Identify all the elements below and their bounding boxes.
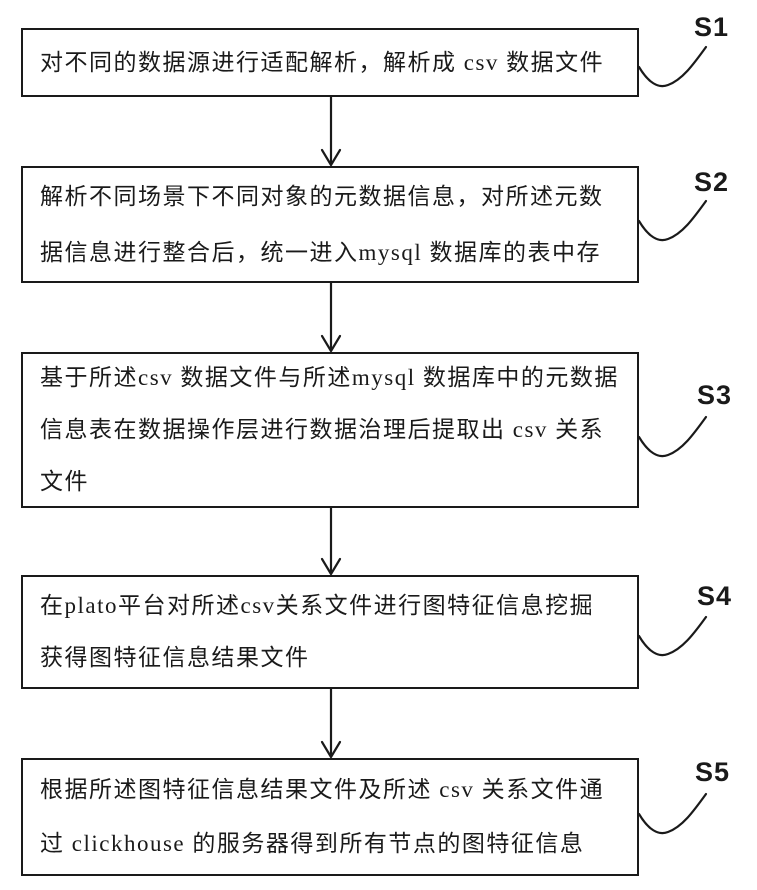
step-box-s1: 对不同的数据源进行适配解析，解析成 csv 数据文件 [21,28,639,97]
flow-arrow-4 [320,687,342,759]
step-s2-text-line-1: 解析不同场景下不同对象的元数据信息，对所述元数 [40,183,604,209]
step-box-s2: 解析不同场景下不同对象的元数据信息，对所述元数 据信息进行整合后，统一进入mys… [21,166,639,283]
step-connector-curve-s3 [637,415,708,458]
step-connector-curve-s5 [637,792,708,835]
step-s5-text-line-2: 过 clickhouse 的服务器得到所有节点的图特征信息 [40,831,585,856]
step-label-s4: S4 [697,581,733,611]
step-s5-text-line-1: 根据所述图特征信息结果文件及所述 csv 关系文件通 [40,777,605,802]
step-label-s3: S3 [697,380,733,410]
step-box-s4: 在plato平台对所述csv关系文件进行图特征信息挖掘 获得图特征信息结果文件 [21,575,639,689]
step-s3-text-line-3: 文件 [40,469,89,494]
step-label-s5: S5 [695,757,731,787]
step-box-s3: 基于所述csv 数据文件与所述mysql 数据库中的元数据 信息表在数据操作层进… [21,352,639,508]
step-s3-text-line-2: 信息表在数据操作层进行数据治理后提取出 csv 关系 [40,417,605,442]
step-s2-text-line-2: 据信息进行整合后，统一进入mysql 数据库的表中存 [40,239,601,265]
step-label-s2: S2 [694,167,730,197]
step-s1-text: 对不同的数据源进行适配解析，解析成 csv 数据文件 [40,49,605,75]
flow-arrow-1 [320,95,342,167]
step-s3-text-line-1: 基于所述csv 数据文件与所述mysql 数据库中的元数据 [40,365,619,390]
flow-arrow-3 [320,506,342,576]
step-s4-text-line-1: 在plato平台对所述csv关系文件进行图特征信息挖掘 [40,593,595,618]
step-connector-curve-s2 [637,199,708,242]
step-box-s5: 根据所述图特征信息结果文件及所述 csv 关系文件通 过 clickhouse … [21,758,639,876]
step-s4-text-line-2: 获得图特征信息结果文件 [40,645,310,670]
flow-arrow-2 [320,281,342,353]
step-connector-curve-s4 [637,615,708,657]
step-label-s1: S1 [694,12,730,42]
step-connector-curve-s1 [637,45,708,88]
